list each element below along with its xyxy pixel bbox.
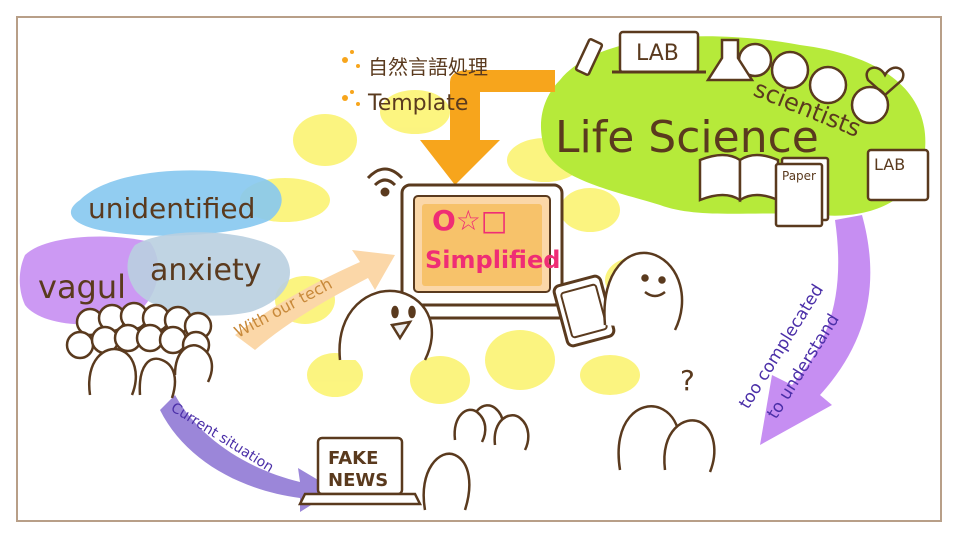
people-crowd [65,42,890,511]
lab-right-label: LAB [874,155,905,174]
lab-top-label: LAB [636,41,679,66]
simplified-label: Simplified [425,246,560,274]
book-icon [698,153,780,203]
tablet [552,274,616,348]
question-mark: ? [680,364,695,397]
orange-arrow [420,70,555,185]
heart-icon [865,66,905,97]
purple-scribble [19,236,159,325]
nlp-label: 自然言語処理 [368,55,488,79]
paper-stack-icon [774,156,830,228]
anxiety-label: anxiety [150,253,261,288]
picture-frame [16,16,942,522]
template-label: Template [367,91,468,116]
tech-arrow [235,250,395,350]
lab-building-icon [866,148,930,202]
unidentified-label: unidentified [88,192,255,225]
flask-icon [705,38,755,82]
fake-label: FAKE [328,448,378,469]
paper-label: Paper [782,169,816,183]
grey-scribble [127,232,290,316]
news-label: NEWS [328,470,388,491]
purple-arrow-left [160,395,335,512]
syringe-icon [574,38,604,76]
blue-scribble [70,170,282,236]
purple-arrow-right [760,215,871,445]
wifi-icon [366,167,404,197]
sparkle-dots [342,50,360,106]
fake-news-laptop [297,436,423,506]
lab-icon-top [612,30,706,74]
vague-label: vagul [38,268,126,306]
shape-symbols: O☆□ [432,204,507,237]
life-science-title: Life Science [555,112,819,163]
